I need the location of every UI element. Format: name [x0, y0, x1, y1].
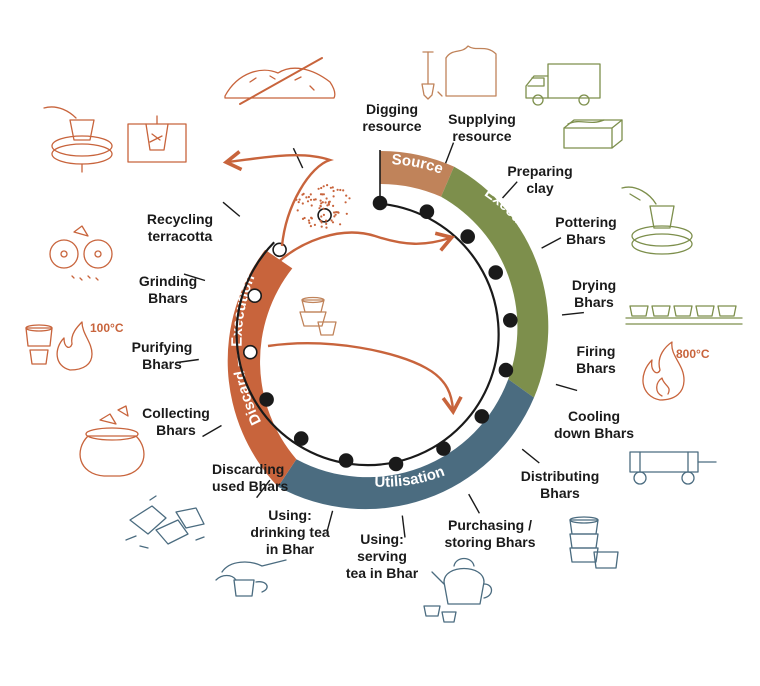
step-node-drinking [293, 431, 309, 446]
ring-segment-utilisation [277, 379, 534, 510]
phase-ring [227, 151, 549, 510]
connector-drinking [256, 479, 271, 499]
connector-collecting [176, 358, 199, 364]
step-node-collecting [243, 344, 258, 360]
tea-kettle-icon [423, 557, 493, 623]
grinding-rollers-icon [49, 225, 113, 281]
clay-dust-icon [295, 184, 351, 229]
connector-firing [555, 383, 578, 392]
drying-cups-icon [625, 305, 743, 325]
connector-preparing [501, 181, 518, 199]
step-node-digging [372, 195, 388, 211]
shovel-and-soil-icon [421, 45, 497, 100]
step-nodes [243, 195, 518, 472]
broken-cups-icon [125, 495, 205, 549]
step-label-purchasing: Purchasing /storing Bhars [444, 517, 535, 550]
step-node-purchasing [388, 456, 404, 472]
step-node-preparing [460, 229, 476, 244]
step-node-supplying [419, 204, 435, 219]
step-node-serving [338, 453, 354, 468]
firing-flame-icon [642, 341, 685, 401]
step-node-discarding [259, 392, 274, 407]
step-node-grinding [272, 242, 287, 258]
potters-wheel-icon [621, 186, 693, 255]
step-node-firing [498, 362, 514, 378]
step-track [235, 202, 500, 467]
clay-slab-icon [563, 119, 623, 149]
flow-arrow-grinding-to-preparing [275, 231, 455, 265]
step-node-purifying [247, 288, 262, 304]
connector-recycling [292, 147, 304, 169]
connector-purifying [183, 273, 206, 282]
connector-distributing [468, 493, 481, 514]
clay-mound-crossed-icon [224, 57, 336, 105]
connector-drying [561, 311, 584, 316]
flow-arrow-to-recycling-icon [222, 150, 334, 247]
ring-segment-discard [227, 249, 297, 487]
flow-arrow-purifying-to-cooling [267, 342, 463, 416]
ring-segment-execution [441, 166, 549, 398]
step-node-cooling [474, 409, 490, 424]
step-node-pottering [488, 265, 504, 280]
step-node-drying [502, 312, 518, 328]
recycled-pottery-wheel-icon [43, 106, 113, 173]
ring-segment-source [380, 151, 455, 197]
stored-cups-icon [569, 516, 619, 569]
connector-pottering [541, 237, 562, 249]
transport-cart-icon [629, 451, 717, 485]
clay-mould-icon [127, 115, 187, 163]
connector-grinding [222, 201, 241, 217]
connector-cooling [521, 448, 540, 464]
hand-holding-cup-icon [215, 559, 287, 597]
recycling-flows [222, 150, 463, 416]
step-node-distributing [436, 441, 451, 456]
collection-pot-icon [79, 405, 145, 477]
firing-temperature: 800°C [676, 347, 710, 361]
stacked-cups-icon [299, 296, 337, 336]
purifying-temperature: 100°C [90, 321, 124, 335]
delivery-truck-icon [525, 63, 601, 106]
connector-serving [326, 510, 334, 533]
connector-supplying [444, 142, 455, 164]
step-connectors [176, 142, 584, 538]
connector-discarding [202, 424, 222, 438]
purifying-boil-icon [25, 321, 93, 371]
connector-purchasing [401, 515, 406, 538]
